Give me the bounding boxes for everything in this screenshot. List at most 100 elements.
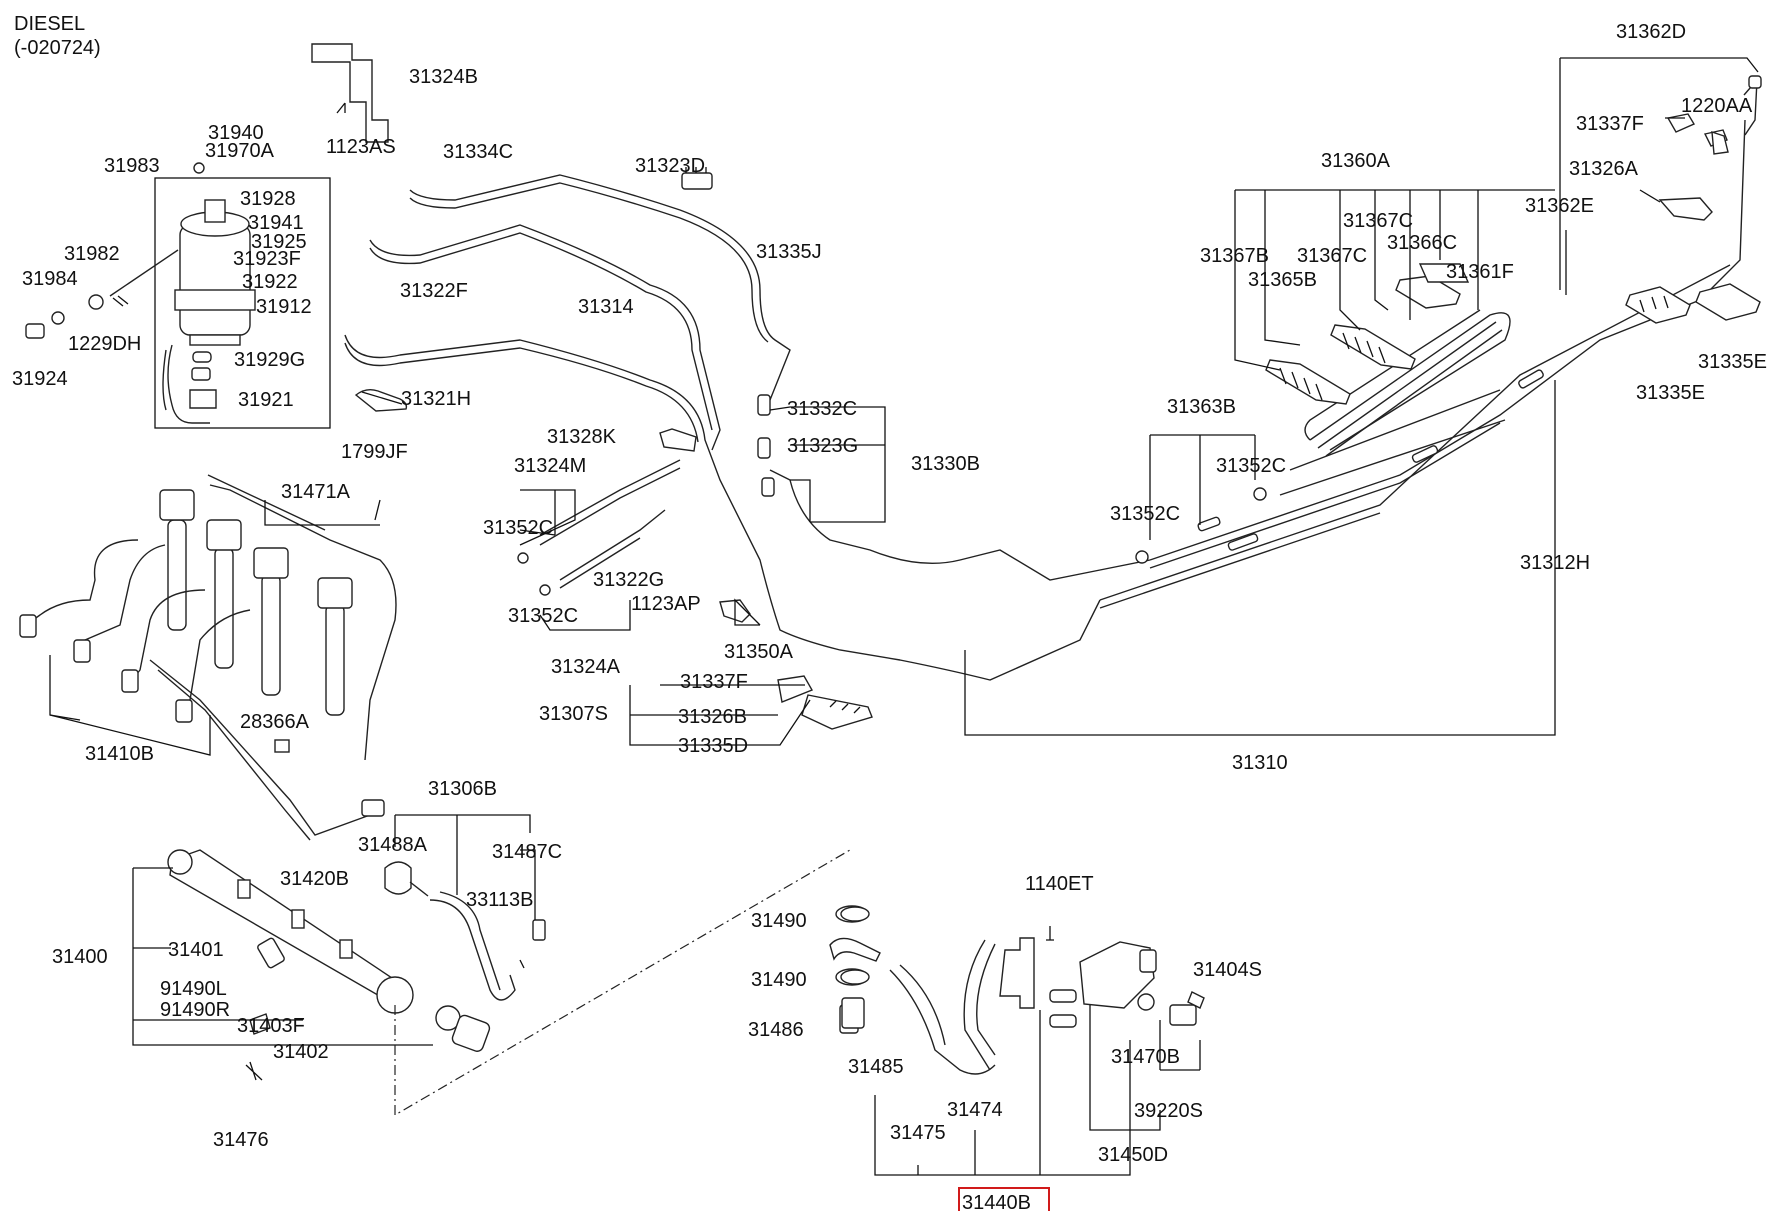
part-label-31363b[interactable]: 31363B bbox=[1167, 396, 1236, 418]
part-label-31362d[interactable]: 31362D bbox=[1616, 21, 1686, 43]
part-label-31352c-a[interactable]: 31352C bbox=[483, 517, 553, 539]
part-label-31337f-a[interactable]: 31337F bbox=[680, 671, 748, 693]
part-label-31324b[interactable]: 31324B bbox=[409, 66, 478, 88]
part-label-31490-b[interactable]: 31490 bbox=[751, 969, 807, 991]
part-label-31350a[interactable]: 31350A bbox=[724, 641, 794, 663]
part-label-31335e-a[interactable]: 31335E bbox=[1698, 351, 1767, 373]
highlighted-part-box bbox=[958, 1187, 1050, 1211]
part-label-31487c[interactable]: 31487C bbox=[492, 841, 562, 863]
part-label-33113b[interactable]: 33113B bbox=[466, 889, 533, 911]
part-label-31362e[interactable]: 31362E bbox=[1525, 195, 1594, 217]
part-label-31334c[interactable]: 31334C bbox=[443, 141, 513, 163]
part-label-31485[interactable]: 31485 bbox=[848, 1056, 904, 1078]
part-label-31921[interactable]: 31921 bbox=[238, 389, 294, 411]
part-label-31322f[interactable]: 31322F bbox=[400, 280, 468, 302]
part-label-31310[interactable]: 31310 bbox=[1232, 752, 1288, 774]
part-label-31912[interactable]: 31912 bbox=[256, 296, 312, 318]
bracket-31324b bbox=[311, 43, 389, 143]
part-label-31335e-b[interactable]: 31335E bbox=[1636, 382, 1705, 404]
part-label-31330b[interactable]: 31330B bbox=[911, 453, 980, 475]
part-label-31312h[interactable]: 31312H bbox=[1520, 552, 1590, 574]
part-label-31366c[interactable]: 31366C bbox=[1387, 232, 1457, 254]
part-label-31929g[interactable]: 31929G bbox=[234, 349, 305, 371]
part-label-31306b[interactable]: 31306B bbox=[428, 778, 497, 800]
part-label-31332c[interactable]: 31332C bbox=[787, 398, 857, 420]
part-label-31337f-b[interactable]: 31337F bbox=[1576, 113, 1644, 135]
part-label-31326a[interactable]: 31326A bbox=[1569, 158, 1639, 180]
clips-and-connectors-middle bbox=[354, 167, 873, 730]
part-label-31450d[interactable]: 31450D bbox=[1098, 1144, 1168, 1166]
return-module-31440b bbox=[829, 905, 1205, 1176]
part-label-31941[interactable]: 31941 bbox=[248, 212, 304, 234]
part-label-31314[interactable]: 31314 bbox=[578, 296, 634, 318]
part-label-31335d[interactable]: 31335D bbox=[678, 735, 748, 757]
part-label-31324m[interactable]: 31324M bbox=[514, 455, 586, 477]
part-label-31322g[interactable]: 31322G bbox=[593, 569, 664, 591]
part-label-31352c-c[interactable]: 31352C bbox=[1216, 455, 1286, 477]
part-label-31982[interactable]: 31982 bbox=[64, 243, 120, 265]
part-label-31970a[interactable]: 31970A bbox=[205, 140, 275, 162]
part-label-1123as[interactable]: 1123AS bbox=[326, 136, 396, 158]
part-label-28366a[interactable]: 28366A bbox=[240, 711, 310, 733]
part-label-1123ap[interactable]: 1123AP bbox=[631, 593, 701, 615]
dashed-reference-line bbox=[394, 849, 851, 1117]
part-label-31923f[interactable]: 31923F bbox=[233, 248, 301, 270]
part-label-31321h[interactable]: 31321H bbox=[401, 388, 471, 410]
part-label-31928[interactable]: 31928 bbox=[240, 188, 296, 210]
fuel-line-bundle-31360a bbox=[1265, 75, 1762, 457]
part-label-31940[interactable]: 31940 bbox=[208, 122, 264, 144]
part-label-31488a[interactable]: 31488A bbox=[358, 834, 428, 856]
part-label-31365b[interactable]: 31365B bbox=[1248, 269, 1317, 291]
part-label-31404s[interactable]: 31404S bbox=[1193, 959, 1262, 981]
part-label-31471a[interactable]: 31471A bbox=[281, 481, 351, 503]
diagram-header-title: DIESEL bbox=[14, 13, 85, 35]
part-label-31474[interactable]: 31474 bbox=[947, 1099, 1003, 1121]
part-label-31360a[interactable]: 31360A bbox=[1321, 150, 1391, 172]
part-label-31367c-a[interactable]: 31367C bbox=[1343, 210, 1413, 232]
part-label-1229dh[interactable]: 1229DH bbox=[68, 333, 141, 355]
part-label-31420b[interactable]: 31420B bbox=[280, 868, 349, 890]
common-rail-assembly bbox=[132, 849, 491, 1081]
part-label-31440b[interactable]: 31440B bbox=[962, 1192, 1031, 1211]
part-label-31323g[interactable]: 31323G bbox=[787, 435, 858, 457]
part-label-39220s[interactable]: 39220S bbox=[1134, 1100, 1203, 1122]
part-label-31400[interactable]: 31400 bbox=[52, 946, 108, 968]
part-label-31925[interactable]: 31925 bbox=[251, 231, 307, 253]
part-label-1140et[interactable]: 1140ET bbox=[1025, 873, 1094, 895]
part-label-31476[interactable]: 31476 bbox=[213, 1129, 269, 1151]
part-label-31984[interactable]: 31984 bbox=[22, 268, 78, 290]
part-label-31352c-d[interactable]: 31352C bbox=[1110, 503, 1180, 525]
part-label-91490r[interactable]: 91490R bbox=[160, 999, 230, 1021]
part-label-31401[interactable]: 31401 bbox=[168, 939, 224, 961]
part-label-31324a[interactable]: 31324A bbox=[551, 656, 621, 678]
part-label-31328k[interactable]: 31328K bbox=[547, 426, 617, 448]
part-label-31335j[interactable]: 31335J bbox=[756, 241, 822, 263]
part-label-31361f[interactable]: 31361F bbox=[1446, 261, 1514, 283]
diagram-header-date-range: (-020724) bbox=[14, 37, 101, 59]
part-label-91490l[interactable]: 91490L bbox=[160, 978, 227, 1000]
part-label-31410b[interactable]: 31410B bbox=[85, 743, 154, 765]
part-label-31922[interactable]: 31922 bbox=[242, 271, 298, 293]
part-label-31367c-b[interactable]: 31367C bbox=[1297, 245, 1367, 267]
main-fuel-lines bbox=[344, 119, 1746, 681]
part-label-31486[interactable]: 31486 bbox=[748, 1019, 804, 1041]
part-label-31924[interactable]: 31924 bbox=[12, 368, 68, 390]
part-label-31470b[interactable]: 31470B bbox=[1111, 1046, 1180, 1068]
part-label-31403f[interactable]: 31403F bbox=[237, 1015, 305, 1037]
part-label-31352c-b[interactable]: 31352C bbox=[508, 605, 578, 627]
part-label-31402[interactable]: 31402 bbox=[273, 1041, 329, 1063]
part-label-31326b[interactable]: 31326B bbox=[678, 706, 747, 728]
part-label-31307s[interactable]: 31307S bbox=[539, 703, 608, 725]
injectors-and-hp-pipes bbox=[19, 474, 397, 841]
fuel-filter-assembly bbox=[25, 162, 331, 429]
fitting-washers-and-bolt bbox=[840, 906, 870, 1029]
part-label-1799jf[interactable]: 1799JF bbox=[341, 441, 408, 463]
part-label-31323d[interactable]: 31323D bbox=[635, 155, 705, 177]
part-label-31983[interactable]: 31983 bbox=[104, 155, 160, 177]
part-label-31367b[interactable]: 31367B bbox=[1200, 245, 1269, 267]
part-number-labels: 31324B 1123AS 31940 31970A 31983 31928 3… bbox=[12, 21, 1767, 1211]
part-label-31490-a[interactable]: 31490 bbox=[751, 910, 807, 932]
part-label-31475[interactable]: 31475 bbox=[890, 1122, 946, 1144]
part-label-1220aa[interactable]: 1220AA bbox=[1681, 95, 1753, 117]
